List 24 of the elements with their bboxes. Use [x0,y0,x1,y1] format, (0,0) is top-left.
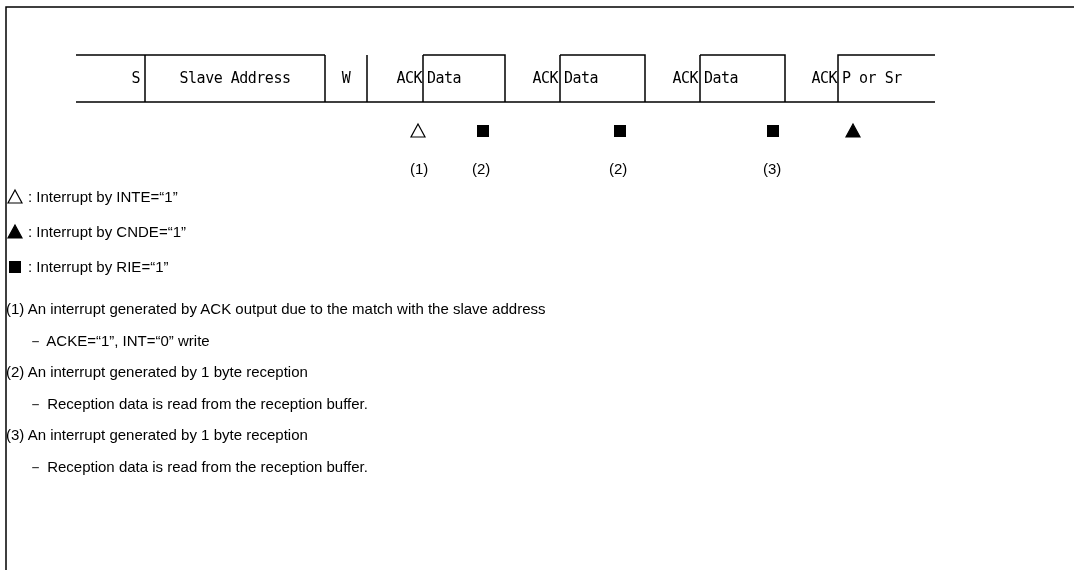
frame-field-label: ACK [395,69,422,87]
note-text: － Reception data is read from the reception buffer. [28,395,368,413]
legend-text: : Interrupt by CNDE=“1” [28,223,186,241]
legend-text: : Interrupt by RIE=“1” [28,258,169,276]
frame-field-label: ACK [810,69,837,87]
frame-field-label: ACK [671,69,698,87]
frame-field-label: Data [427,69,463,87]
note-text: (1) An interrupt generated by ACK output due to the match with the slave address [6,300,546,318]
frame-field-label: Data [704,69,740,87]
callout-number: (2) [472,160,491,178]
note-text: － ACKE=“1”, INT=“0” write [28,332,210,350]
frame-field-label: Data [564,69,600,87]
callout-number: (2) [609,160,628,178]
frame-field-label: ACK [531,69,558,87]
frame-field-label: S [130,69,140,87]
frame-field-label: Slave Address [178,69,292,87]
callout-number: (3) [763,160,782,178]
note-text: (2) An interrupt generated by 1 byte reception [6,363,308,381]
legend-text: : Interrupt by INTE=“1” [28,188,178,206]
frame-field-label: P or Sr [842,69,903,87]
note-text: － Reception data is read from the reception buffer. [28,458,368,476]
note-text: (3) An interrupt generated by 1 byte reception [6,426,308,444]
callout-number: (1) [410,160,429,178]
frame-field-label: W [340,69,352,87]
